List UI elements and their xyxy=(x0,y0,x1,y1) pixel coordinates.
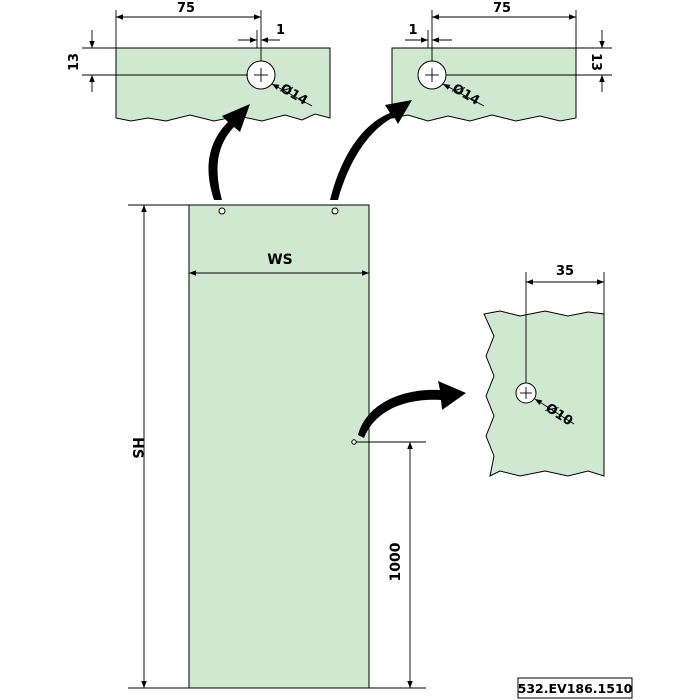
drawing-code-box: 532.EV186.1510 xyxy=(517,677,633,699)
dim-height-label: 13 xyxy=(67,53,82,71)
main-panel-body xyxy=(188,204,370,689)
detail-side-panel xyxy=(483,310,605,477)
dim-width-label: 75 xyxy=(493,1,511,16)
curved-arrow-side xyxy=(358,381,466,438)
mounting-hole xyxy=(331,207,339,215)
drawing-code-frame xyxy=(517,677,633,699)
dim-offset-label: 1 xyxy=(276,23,285,38)
side-hole xyxy=(351,439,357,445)
main-panel: WS HS 1000 xyxy=(128,204,426,689)
diameter-leader xyxy=(442,83,485,107)
hole-height-label: 1000 xyxy=(388,542,404,581)
curved-arrow-left xyxy=(208,104,250,200)
drawing-code: 532.EV186.1510 xyxy=(518,681,633,696)
width-label: WS xyxy=(267,252,293,268)
mounting-hole xyxy=(218,207,226,215)
detail-top-left-panel xyxy=(115,47,331,122)
detail-top-right: 75 1 13 Ø14 xyxy=(391,1,612,122)
height-label: HS xyxy=(129,437,145,459)
detail-side: 35 Ø10 xyxy=(483,264,605,477)
dim-height-label: 13 xyxy=(588,53,603,71)
dim-width-label: 35 xyxy=(556,264,574,279)
detail-top-left: 75 1 13 Ø14 xyxy=(67,1,331,122)
diameter-leader xyxy=(271,83,313,107)
dim-offset-label: 1 xyxy=(408,23,417,38)
detail-top-right-panel xyxy=(391,47,577,122)
diameter-leader xyxy=(534,398,575,425)
curved-arrow-right xyxy=(330,100,412,200)
dim-width-label: 75 xyxy=(177,1,195,16)
